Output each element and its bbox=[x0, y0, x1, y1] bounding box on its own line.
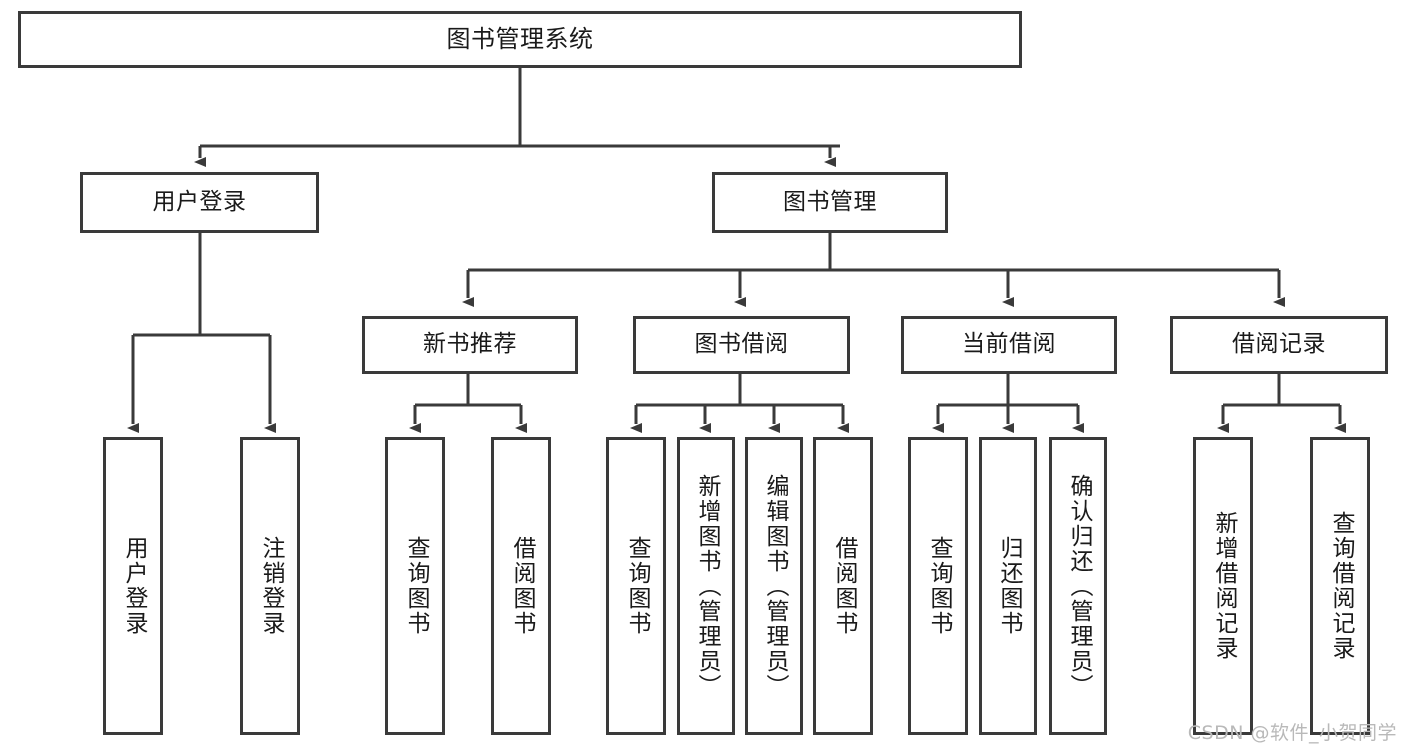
node-label: 借阅图书 bbox=[830, 536, 857, 636]
node-label: 归还图书 bbox=[995, 536, 1022, 636]
leaf-confirm-return-admin[interactable]: 确认归还（管理员） bbox=[1049, 437, 1107, 735]
node-book-borrow[interactable]: 图书借阅 bbox=[633, 316, 850, 374]
leaf-borrow-book[interactable]: 借阅图书 bbox=[813, 437, 873, 735]
node-label: 当前借阅 bbox=[962, 331, 1056, 358]
node-label: 图书管理系统 bbox=[446, 25, 594, 54]
leaf-add-borrow-record[interactable]: 新增借阅记录 bbox=[1193, 437, 1253, 735]
node-label: 图书借阅 bbox=[694, 331, 789, 358]
node-new-book-recommend[interactable]: 新书推荐 bbox=[362, 316, 578, 374]
watermark: CSDN @软件_小贺同学 bbox=[1187, 722, 1397, 744]
leaf-user-login[interactable]: 用户登录 bbox=[103, 437, 163, 735]
node-label: 用户登录 bbox=[152, 188, 247, 215]
leaf-return-book[interactable]: 归还图书 bbox=[979, 437, 1037, 735]
leaf-query-book-borrow[interactable]: 查询图书 bbox=[606, 437, 666, 735]
node-label: 注销登录 bbox=[257, 536, 284, 636]
node-label: 确认归还（管理员） bbox=[1065, 473, 1092, 699]
leaf-borrow-book-recommend[interactable]: 借阅图书 bbox=[491, 437, 551, 735]
node-root-system[interactable]: 图书管理系统 bbox=[18, 11, 1022, 68]
leaf-query-book-current[interactable]: 查询图书 bbox=[908, 437, 968, 735]
node-label: 借阅记录 bbox=[1232, 331, 1326, 358]
node-label: 图书管理 bbox=[783, 188, 877, 215]
node-label: 新书推荐 bbox=[423, 331, 517, 358]
node-label: 用户登录 bbox=[120, 536, 147, 636]
leaf-query-book-recommend[interactable]: 查询图书 bbox=[385, 437, 445, 735]
node-label: 查询图书 bbox=[623, 536, 650, 636]
leaf-edit-book-admin[interactable]: 编辑图书（管理员） bbox=[745, 437, 803, 735]
node-book-management[interactable]: 图书管理 bbox=[712, 172, 948, 233]
node-borrow-record[interactable]: 借阅记录 bbox=[1170, 316, 1388, 374]
node-label: 新增图书（管理员） bbox=[693, 473, 720, 699]
node-label: 查询借阅记录 bbox=[1327, 511, 1354, 661]
leaf-add-book-admin[interactable]: 新增图书（管理员） bbox=[677, 437, 735, 735]
leaf-logout[interactable]: 注销登录 bbox=[240, 437, 300, 735]
leaf-query-borrow-record[interactable]: 查询借阅记录 bbox=[1310, 437, 1370, 735]
node-user-login[interactable]: 用户登录 bbox=[80, 172, 319, 233]
node-label: 查询图书 bbox=[925, 536, 952, 636]
node-label: 新增借阅记录 bbox=[1210, 511, 1237, 661]
node-label: 借阅图书 bbox=[508, 536, 535, 636]
node-current-borrow[interactable]: 当前借阅 bbox=[901, 316, 1117, 374]
node-label: 查询图书 bbox=[402, 536, 429, 636]
node-label: 编辑图书（管理员） bbox=[761, 473, 788, 699]
